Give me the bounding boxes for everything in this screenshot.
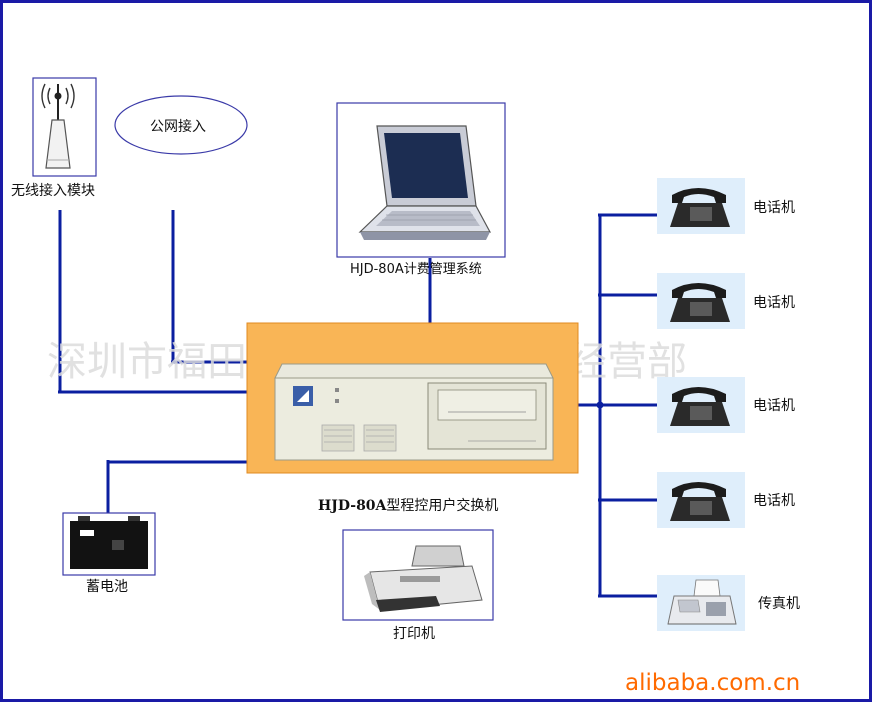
laptop-icon xyxy=(358,125,492,240)
public-network-label: 公网接入 xyxy=(150,118,206,135)
billing-system-node: HJD-80A计费管理系统 xyxy=(336,102,506,277)
fax-machine-icon xyxy=(667,579,737,625)
wireless-module-label: 无线接入模块 xyxy=(11,182,95,199)
telephone-icon xyxy=(670,283,730,322)
printer-node: 打印机 xyxy=(342,529,494,642)
telephone-icon xyxy=(670,188,730,227)
wireless-module-node: 无线接入模块 xyxy=(11,77,97,199)
antenna-icon xyxy=(41,83,75,169)
phone-3-label: 电话机 xyxy=(753,398,795,414)
telephone-icon xyxy=(670,482,730,521)
phone-node-1: 电话机 xyxy=(657,178,795,234)
phone-node-2: 电话机 xyxy=(657,273,795,329)
wire-junction xyxy=(596,401,604,409)
alibaba-branding: alibaba.com.cn xyxy=(625,670,800,696)
battery-label: 蓄电池 xyxy=(86,579,128,595)
billing-system-label: HJD-80A计费管理系统 xyxy=(350,262,482,277)
phone-1-label: 电话机 xyxy=(753,200,795,216)
switch-vent-right-icon xyxy=(363,424,397,452)
switch-name-label: 型程控用户交换机 xyxy=(386,497,498,514)
printer-label: 打印机 xyxy=(393,625,435,642)
switch-model-label: HJD-80A xyxy=(318,498,388,514)
phone-node-3: 电话机 xyxy=(657,377,795,433)
switch-label: HJD-80A型程控用户交换机 xyxy=(318,497,498,514)
telephone-icon xyxy=(670,387,730,426)
fax-node: 传真机 xyxy=(657,575,800,631)
phone-4-label: 电话机 xyxy=(753,493,795,509)
switch-unit-icon xyxy=(274,363,554,461)
battery-icon xyxy=(70,516,148,569)
public-network-node: 公网接入 xyxy=(114,95,248,155)
phone-2-label: 电话机 xyxy=(753,295,795,311)
public-network-ellipse xyxy=(114,95,248,155)
switch-vent-left-icon xyxy=(321,424,355,452)
phone-node-4: 电话机 xyxy=(657,472,795,528)
connection-wires xyxy=(58,210,660,598)
switch-node xyxy=(246,322,579,474)
switch-panel-icon xyxy=(437,389,537,421)
battery-node: 蓄电池 xyxy=(62,512,156,595)
fax-label: 传真机 xyxy=(758,596,800,612)
printer-icon xyxy=(364,545,483,612)
